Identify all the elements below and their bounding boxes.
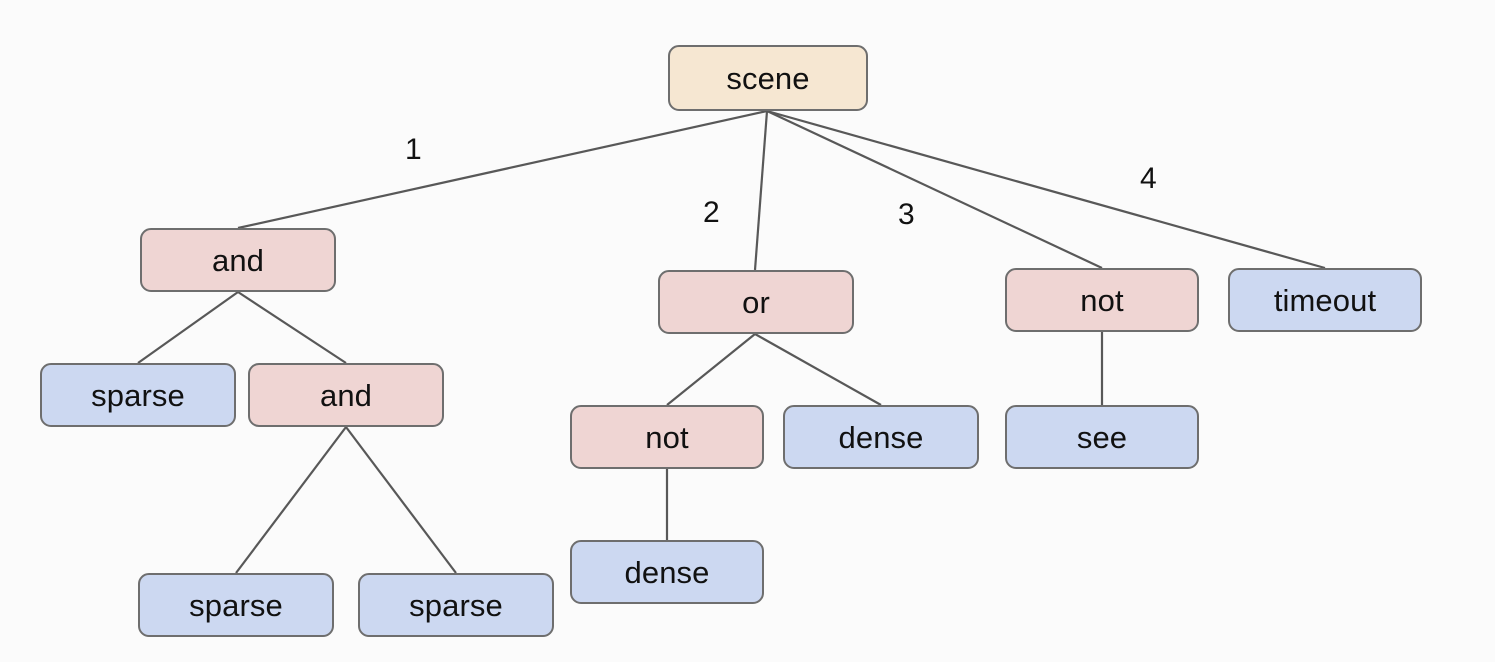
edge-label-3: 3 bbox=[898, 198, 915, 231]
tree-node-see1[interactable]: see bbox=[1005, 405, 1199, 469]
tree-node-sparse2[interactable]: sparse bbox=[138, 573, 334, 637]
tree-edge-scene-to-not2 bbox=[766, 110, 1103, 269]
tree-node-sparse1[interactable]: sparse bbox=[40, 363, 236, 427]
tree-node-label: scene bbox=[726, 60, 810, 96]
tree-node-label: timeout bbox=[1273, 282, 1377, 318]
tree-node-and2[interactable]: and bbox=[248, 363, 444, 427]
tree-node-label: sparse bbox=[409, 587, 503, 623]
tree-node-or1[interactable]: or bbox=[658, 270, 854, 334]
tree-edge-and1-to-and2 bbox=[237, 291, 347, 364]
tree-node-timeout1[interactable]: timeout bbox=[1228, 268, 1422, 332]
tree-edge-scene-to-timeout1 bbox=[766, 109, 1326, 270]
tree-edge-or1-to-dense1 bbox=[754, 333, 882, 406]
edge-label-1: 1 bbox=[405, 133, 422, 166]
tree-edge-and2-to-sparse2 bbox=[235, 426, 347, 574]
tree-node-and1[interactable]: and bbox=[140, 228, 336, 292]
tree-node-dense1[interactable]: dense bbox=[783, 405, 979, 469]
tree-node-label: see bbox=[1076, 419, 1128, 455]
tree-node-label: dense bbox=[624, 554, 710, 590]
tree-node-label: not bbox=[1080, 282, 1124, 318]
tree-node-not1[interactable]: not bbox=[570, 405, 764, 469]
edge-label-2: 2 bbox=[703, 196, 720, 229]
tree-node-label: and bbox=[211, 242, 265, 278]
tree-node-sparse3[interactable]: sparse bbox=[358, 573, 554, 637]
tree-node-label: sparse bbox=[189, 587, 283, 623]
tree-edge-and1-to-sparse1 bbox=[137, 291, 239, 364]
tree-edge-or1-to-not1 bbox=[666, 333, 756, 406]
tree-node-label: sparse bbox=[91, 377, 185, 413]
tree-edge-scene-to-and1 bbox=[237, 109, 768, 230]
tree-node-label: not bbox=[645, 419, 689, 455]
tree-node-dense2[interactable]: dense bbox=[570, 540, 764, 604]
tree-node-label: and bbox=[319, 377, 373, 413]
tree-node-label: or bbox=[742, 284, 770, 320]
tree-edge-and2-to-sparse3 bbox=[345, 426, 457, 574]
tree-node-label: dense bbox=[838, 419, 924, 455]
edge-label-4: 4 bbox=[1140, 162, 1157, 195]
tree-edge-scene-to-or1 bbox=[753, 110, 769, 271]
tree-node-not2[interactable]: not bbox=[1005, 268, 1199, 332]
tree-node-scene[interactable]: scene bbox=[668, 45, 868, 111]
